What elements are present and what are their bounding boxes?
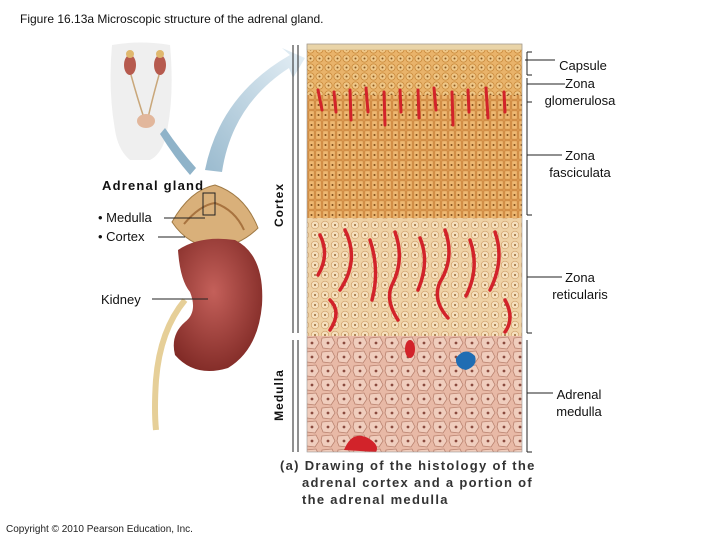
label-zona-fasciculata-line1: Zona: [565, 148, 595, 163]
figure-title: Figure 16.13a Microscopic structure of t…: [20, 12, 324, 26]
label-zona-glomerulosa: Zona glomerulosa: [532, 75, 628, 109]
copyright-notice: Copyright © 2010 Pearson Education, Inc.: [6, 524, 193, 535]
label-adrenal-medulla: Adrenal medulla: [540, 386, 618, 420]
label-capsule: Capsule: [559, 58, 607, 73]
label-cortex-vertical: Cortex: [272, 183, 286, 228]
label-zona-glomerulosa-line2: glomerulosa: [544, 93, 616, 108]
label-kidney: Kidney: [101, 292, 141, 307]
label-adrenal-medulla-line2: medulla: [556, 404, 602, 419]
caption-line3: the adrenal medulla: [302, 492, 449, 507]
label-zona-fasciculata: Zona fasciculata: [536, 147, 624, 181]
caption-line1: (a) Drawing of the histology of the: [280, 458, 536, 473]
label-medulla-bullet: • Medulla: [98, 210, 152, 225]
label-zona-reticularis-line1: Zona: [565, 270, 595, 285]
label-zona-glomerulosa-line1: Zona: [565, 76, 595, 91]
label-cortex-bullet: • Cortex: [98, 229, 145, 244]
figure-caption: (a) Drawing of the histology of the adre…: [280, 457, 542, 508]
label-zona-reticularis: Zona reticularis: [536, 269, 624, 303]
label-zona-fasciculata-line2: fasciculata: [549, 165, 611, 180]
label-adrenal-medulla-line1: Adrenal: [556, 387, 602, 402]
label-medulla-vertical: Medulla: [272, 369, 286, 421]
label-zona-reticularis-line2: reticularis: [552, 287, 608, 302]
label-adrenal-gland: Adrenal gland: [102, 178, 205, 193]
histology-block: [306, 43, 523, 453]
caption-line2: adrenal cortex and a portion of: [302, 475, 533, 490]
